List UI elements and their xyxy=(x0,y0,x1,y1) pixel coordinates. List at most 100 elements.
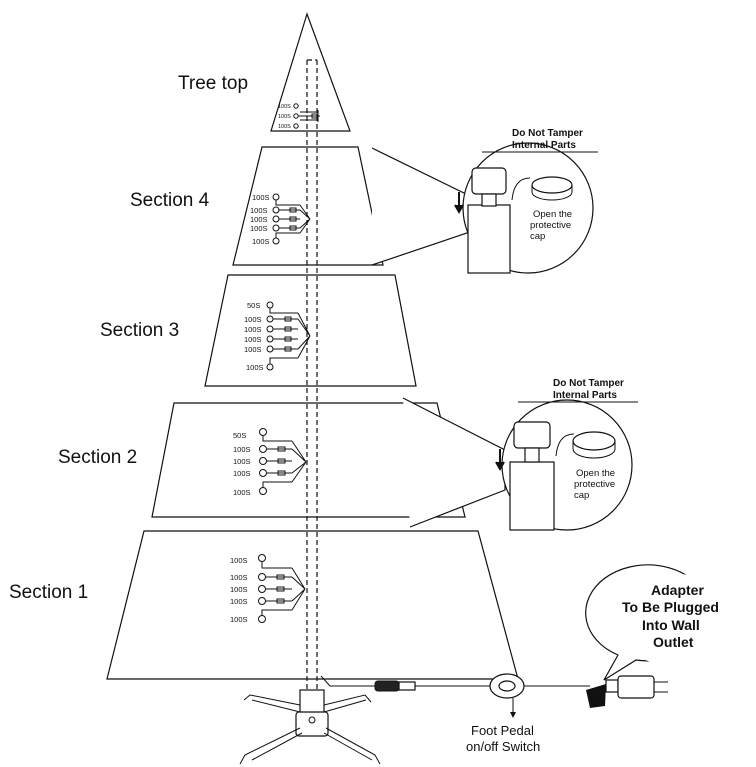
warning-text: Internal Parts xyxy=(512,140,576,151)
bulb-label: 100S xyxy=(233,457,251,466)
bulb-label: 100S xyxy=(252,237,270,246)
curve-arrow-icon xyxy=(555,433,575,457)
foot-pedal-arrowhead xyxy=(510,712,516,718)
label-section-4: Section 4 xyxy=(130,190,210,211)
stand-leg xyxy=(323,694,372,713)
lower-callout: Do Not Tamper Internal Parts Open the pr… xyxy=(402,378,638,531)
section-3-bulbs: 50S 100S 100S 100S 100S 100S xyxy=(244,301,311,372)
bulb-icon xyxy=(293,103,299,109)
connector-icon xyxy=(289,207,297,213)
bulb-label: 100S xyxy=(278,124,291,130)
bulb-icon xyxy=(259,469,267,477)
stand-leg xyxy=(243,694,301,713)
connector-icon xyxy=(277,470,286,476)
connector-icon xyxy=(289,225,297,231)
section-2-bulbs: 50S 100S 100S 100S 100S xyxy=(233,428,307,497)
adapter-bubble-body xyxy=(613,574,741,666)
adapter-prongs xyxy=(654,681,668,693)
connector-icon xyxy=(284,326,292,332)
bulb-label: 100S xyxy=(250,206,268,215)
bulb-icon xyxy=(259,445,267,453)
bulb-label: 100S xyxy=(233,488,251,497)
bulb-label: 100S xyxy=(244,345,262,354)
adapter-label: To Be Plugged xyxy=(622,599,719,615)
bulb-label: 100S xyxy=(246,363,264,372)
bulb-label: 100S xyxy=(244,335,262,344)
down-arrow-icon xyxy=(495,449,505,472)
bulb-icon xyxy=(258,597,266,605)
callout-pointer xyxy=(402,397,506,528)
bulb-label: 100S xyxy=(278,104,291,110)
cap-icon xyxy=(572,431,616,451)
connector-icon xyxy=(277,446,286,452)
inline-connector-icon xyxy=(398,681,416,691)
connector-icon xyxy=(284,346,292,352)
connector-icon xyxy=(311,113,318,119)
stand-leg xyxy=(323,727,381,765)
foot-pedal-label: on/off Switch xyxy=(466,739,540,754)
adapter-plug-icon xyxy=(617,675,655,699)
bulb-icon xyxy=(258,554,266,562)
section-1-bulbs: 100S 100S 100S 100S 100S xyxy=(230,554,306,624)
connector-icon xyxy=(284,336,292,342)
tree-top-shape xyxy=(270,12,351,132)
section-1-shape xyxy=(106,530,519,680)
plug-head-icon xyxy=(471,167,507,195)
bulb-icon xyxy=(259,428,267,436)
tree-stand-icon xyxy=(239,689,381,765)
wire xyxy=(298,110,320,122)
bulb-icon xyxy=(259,457,267,465)
label-section-2: Section 2 xyxy=(58,447,137,468)
connector-icon xyxy=(276,598,285,604)
down-arrow-icon xyxy=(454,192,464,215)
adapter-label: Outlet xyxy=(653,634,694,650)
label-section-1: Section 1 xyxy=(9,582,88,603)
bulb-label: 100S xyxy=(250,224,268,233)
connector-icon xyxy=(289,216,297,222)
stand-leg xyxy=(239,727,303,765)
upper-callout: Do Not Tamper Internal Parts Open the pr… xyxy=(371,128,598,274)
section-2-shape xyxy=(151,402,466,518)
connector-icon xyxy=(276,586,285,592)
plug-pins-icon xyxy=(524,447,540,463)
tube-icon xyxy=(467,204,511,274)
foot-pedal-button xyxy=(498,680,516,692)
bulb-label: 50S xyxy=(247,301,260,310)
bulb-icon xyxy=(259,487,267,495)
bulb-label: 100S xyxy=(230,573,248,582)
tree-top-bulbs: 100S 100S 100S xyxy=(278,103,320,130)
bulb-label: 100S xyxy=(250,215,268,224)
inline-connector-icon xyxy=(374,680,400,692)
connector-icon xyxy=(284,316,292,322)
wire xyxy=(262,436,307,487)
stand-base xyxy=(295,711,329,737)
connector-icon xyxy=(276,574,285,580)
plug-pins-icon xyxy=(481,193,497,207)
stand-screw xyxy=(308,716,316,724)
wire xyxy=(261,562,306,615)
bulb-label: 100S xyxy=(230,556,248,565)
label-tree-top: Tree top xyxy=(178,73,248,94)
adapter-label: Into Wall xyxy=(642,617,700,633)
warning-text: Do Not Tamper xyxy=(512,128,583,139)
bulb-icon xyxy=(293,123,299,129)
note-text: Open the xyxy=(576,468,615,479)
section-3-shape xyxy=(204,274,417,387)
label-section-3: Section 3 xyxy=(100,320,179,341)
bulb-label: 100S xyxy=(233,469,251,478)
note-text: cap xyxy=(574,490,589,501)
bulb-label: 100S xyxy=(233,445,251,454)
cap-icon xyxy=(531,176,573,194)
bulb-label: 100S xyxy=(244,315,262,324)
note-text: protective xyxy=(530,220,571,231)
plug-head-icon xyxy=(513,421,551,449)
adapter-label: Adapter xyxy=(651,582,704,598)
bulb-label: 100S xyxy=(230,597,248,606)
warning-text: Do Not Tamper xyxy=(553,378,624,389)
adapter-plug-icon xyxy=(605,679,619,693)
bulb-label: 100S xyxy=(230,585,248,594)
bulb-label: 100S xyxy=(244,325,262,334)
foot-pedal-label: Foot Pedal xyxy=(471,723,534,738)
note-text: Open the xyxy=(533,209,572,220)
